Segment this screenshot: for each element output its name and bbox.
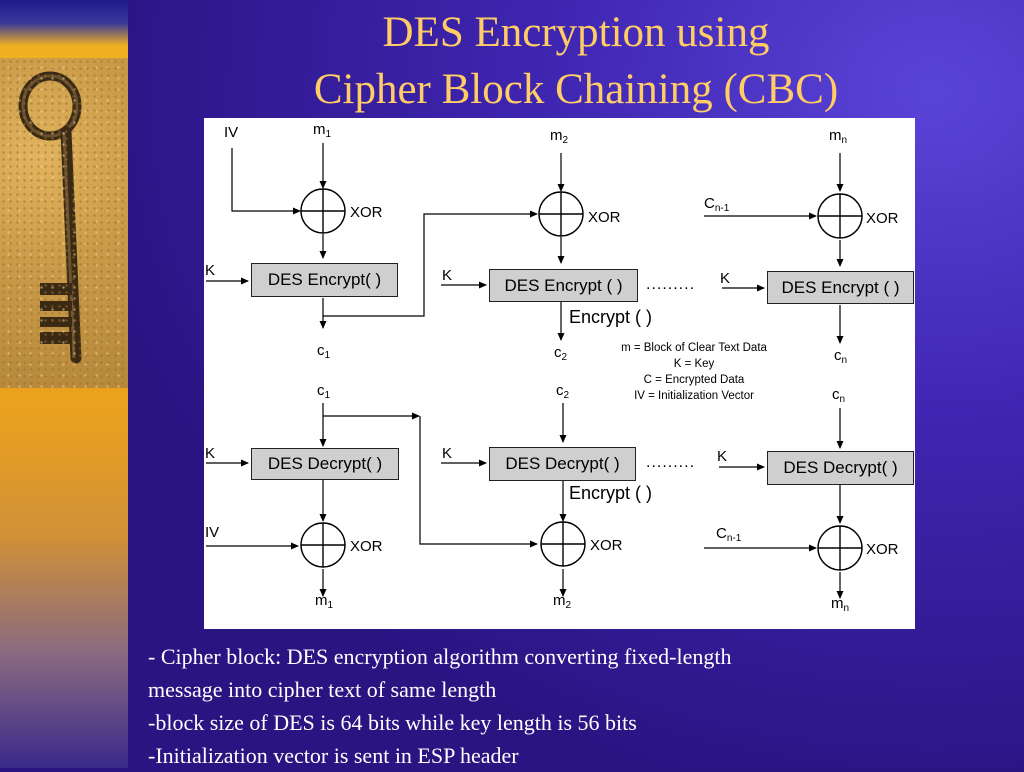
iv-label-enc: IV [224,124,239,141]
xor-label-enc-n: XOR [866,210,899,227]
k-label-enc-n: K [720,270,731,287]
diagram-lines [206,143,863,599]
ellipsis-enc: ......... [646,276,696,293]
c2-label-dec: c2 [556,382,570,401]
des-encrypt-box-2: DES Encrypt ( ) [489,269,638,302]
bullet-line-3: -block size of DES is 64 bits while key … [148,710,637,735]
des-decrypt-box-1: DES Decrypt( ) [251,448,399,480]
title-line-1: DES Encryption using [382,9,770,56]
cbc-diagram: IV m1 m2 mn XOR XOR XOR Cn-1 K K K DES E… [204,118,915,629]
c1-label-dec: c1 [317,382,331,401]
m2-label-enc: m2 [550,127,569,146]
mn-label-enc: mn [829,127,848,146]
cn1-label-dec: Cn-1 [716,525,742,544]
xor-label-enc-1: XOR [350,204,383,221]
xor-symbol-enc-1 [300,188,346,234]
cn-label-dec: cn [832,386,846,405]
title-line-2: Cipher Block Chaining (CBC) [313,66,839,113]
mn-label-dec: mn [831,595,850,614]
des-decrypt-box-2: DES Decrypt( ) [489,447,636,481]
des-decrypt-box-n: DES Decrypt( ) [767,451,914,485]
m1-label-enc: m1 [313,121,332,140]
bullet-line-2: message into cipher text of same length [148,677,497,702]
legend-item-m: m = Block of Clear Text Data [621,342,767,354]
m2-label-dec: m2 [553,592,572,611]
ellipsis-dec: ......... [646,454,696,471]
xor-label-dec-2: XOR [590,537,623,554]
bullet-line-1: - Cipher block: DES encryption algorithm… [148,644,732,669]
m1-label-dec: m1 [315,592,334,611]
k-label-enc-2: K [442,267,453,284]
antique-key-image [0,58,128,388]
slide-title: DES Encryption using Cipher Block Chaini… [128,4,1024,118]
des-encrypt-box-n: DES Encrypt ( ) [767,271,914,304]
iv-label-dec: IV [205,524,220,541]
encrypt-label-enc: Encrypt ( ) [569,307,653,327]
c2-label-enc: c2 [554,344,568,363]
k-label-enc-1: K [205,262,216,279]
encrypt-label-dec: Encrypt ( ) [569,483,653,503]
xor-symbol-dec-2 [540,521,586,567]
des-encrypt-box-1: DES Encrypt( ) [251,263,398,297]
xor-label-dec-n: XOR [866,541,899,558]
cn-label-enc: cn [834,347,848,366]
cn1-label-enc: Cn-1 [704,195,730,214]
k-label-dec-2: K [442,445,453,462]
xor-symbol-enc-n [817,193,863,239]
bullet-list: - Cipher block: DES encryption algorithm… [148,640,1018,772]
k-label-dec-1: K [205,445,216,462]
k-label-dec-n: K [717,448,728,465]
legend-item-iv: IV = Initialization Vector [634,390,754,402]
legend-item-k: K = Key [673,358,715,370]
c1-label-enc: c1 [317,342,331,361]
xor-symbol-dec-n [817,525,863,571]
xor-label-enc-2: XOR [588,209,621,226]
xor-label-dec-1: XOR [350,538,383,555]
bullet-line-4: -Initialization vector is sent in ESP he… [148,743,519,768]
legend-item-c: C = Encrypted Data [643,374,745,386]
xor-symbol-dec-1 [300,522,346,568]
diagram-legend: m = Block of Clear Text Data K = Key C =… [594,340,794,404]
xor-symbol-enc-2 [538,191,584,237]
